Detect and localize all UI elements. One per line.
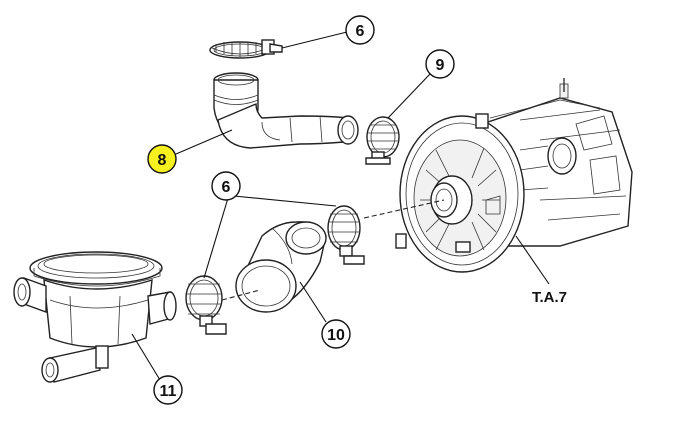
svg-text:8: 8 — [158, 152, 167, 169]
leader-line-right-clamp — [387, 73, 431, 119]
circulation-pump-motor — [395, 78, 633, 273]
leader-line-elbow-hose — [175, 129, 233, 155]
svg-text:6: 6 — [356, 23, 365, 40]
motor-label: T.A.7 — [532, 289, 567, 306]
sump-housing — [13, 251, 177, 383]
callout-sump: 11 — [153, 375, 183, 405]
upper-middle-hose-clamp — [327, 205, 365, 265]
elbow-drain-hose — [213, 72, 359, 149]
leader-line-clamp-pair-b — [203, 197, 229, 279]
callout-top-clamp: 6 — [345, 15, 375, 45]
callout-elbow-hose: 8 — [147, 144, 177, 174]
callout-right-clamp: 9 — [425, 49, 455, 79]
top-hose-clamp — [209, 39, 283, 59]
svg-text:10: 10 — [327, 327, 345, 344]
lower-middle-hose-clamp — [185, 275, 227, 335]
leader-line-sump — [131, 333, 161, 381]
leader-line-straight-hose — [299, 281, 327, 323]
leader-line-top-clamp — [281, 31, 348, 49]
straight-connecting-hose — [235, 221, 327, 313]
assembly-axis-lower — [221, 289, 261, 301]
svg-text:11: 11 — [160, 383, 177, 400]
callout-straight-hose: 10 — [321, 319, 351, 349]
leader-line-clamp-pair-a — [233, 195, 337, 207]
leader-line-motor — [515, 235, 550, 285]
callout-clamp-pair: 6 — [211, 171, 241, 201]
svg-text:6: 6 — [222, 179, 231, 196]
assembly-axis-upper — [363, 199, 445, 219]
svg-text:9: 9 — [436, 57, 445, 74]
right-hose-clamp — [365, 116, 400, 165]
